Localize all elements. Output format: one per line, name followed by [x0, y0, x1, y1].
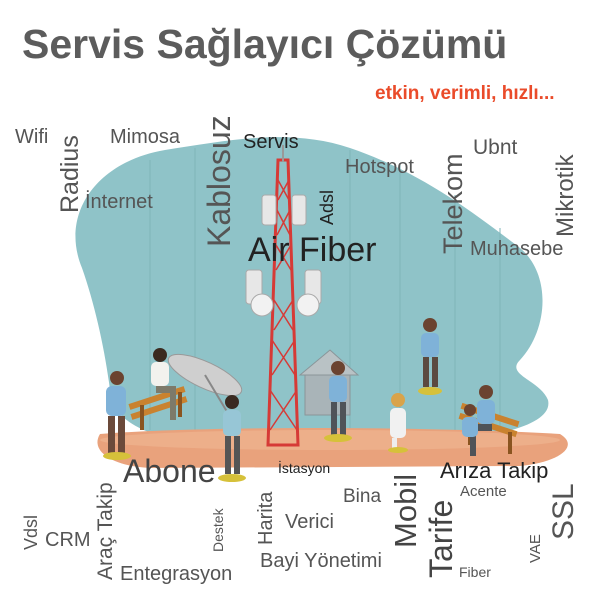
word-vdsl: Vdsl [21, 514, 41, 550]
person-icon-top-right [418, 318, 442, 395]
tagline: etkin, verimli, hızlı... [375, 83, 555, 104]
word-ariza-takip: Arıza Takip [440, 458, 549, 483]
page-title: Servis Sağlayıcı Çözümü [22, 21, 508, 67]
word-adsl: Adsl [317, 189, 337, 225]
word-muhasebe: Muhasebe [470, 238, 564, 260]
word-mikrotik: Mikrotik [552, 154, 579, 237]
person-icon-far-left [462, 404, 478, 437]
person-icon-left [103, 371, 131, 460]
word-ssl: SSL [547, 483, 580, 540]
word-arac-takip: Araç Takip [94, 482, 117, 580]
person-icon-phone [218, 395, 246, 482]
word-telekom: Telekom [438, 153, 468, 254]
person-icon-right [470, 385, 495, 456]
word-acente: Acente [460, 483, 507, 500]
person-icon-tablet [388, 393, 408, 453]
word-bina: Bina [343, 486, 382, 507]
word-fiber: Fiber [459, 564, 491, 580]
word-entegrasyon: Entegrasyon [120, 563, 233, 585]
telecom-tower-icon [245, 145, 322, 447]
person-icon-sitting [151, 348, 176, 420]
word-kablosuz: Kablosuz [201, 115, 237, 247]
word-mobil: Mobil [388, 473, 423, 548]
word-destek: Destek [210, 508, 226, 552]
word-tarife: Tarife [423, 499, 459, 578]
word-vae: VAE [527, 534, 544, 563]
word-radius: Radius [56, 135, 84, 213]
word-ubnt: Ubnt [473, 136, 518, 159]
word-servis: Servis [243, 131, 299, 153]
person-icon-center [324, 361, 352, 442]
word-crm: CRM [45, 529, 91, 551]
word-wifi: Wifi [15, 126, 49, 148]
word-hotspot: Hotspot [345, 156, 414, 178]
word-bayi-yonetimi: Bayi Yönetimi [260, 550, 382, 572]
word-air-fiber: Air Fiber [248, 231, 377, 269]
word-verici: Verici [285, 511, 334, 533]
word-mimosa: Mimosa [110, 126, 181, 148]
word-harita: Harita [255, 491, 277, 545]
word-istasyon: İstasyon [278, 460, 331, 476]
word-abone: Abone [123, 453, 216, 489]
word-internet: İnternet [85, 191, 153, 213]
